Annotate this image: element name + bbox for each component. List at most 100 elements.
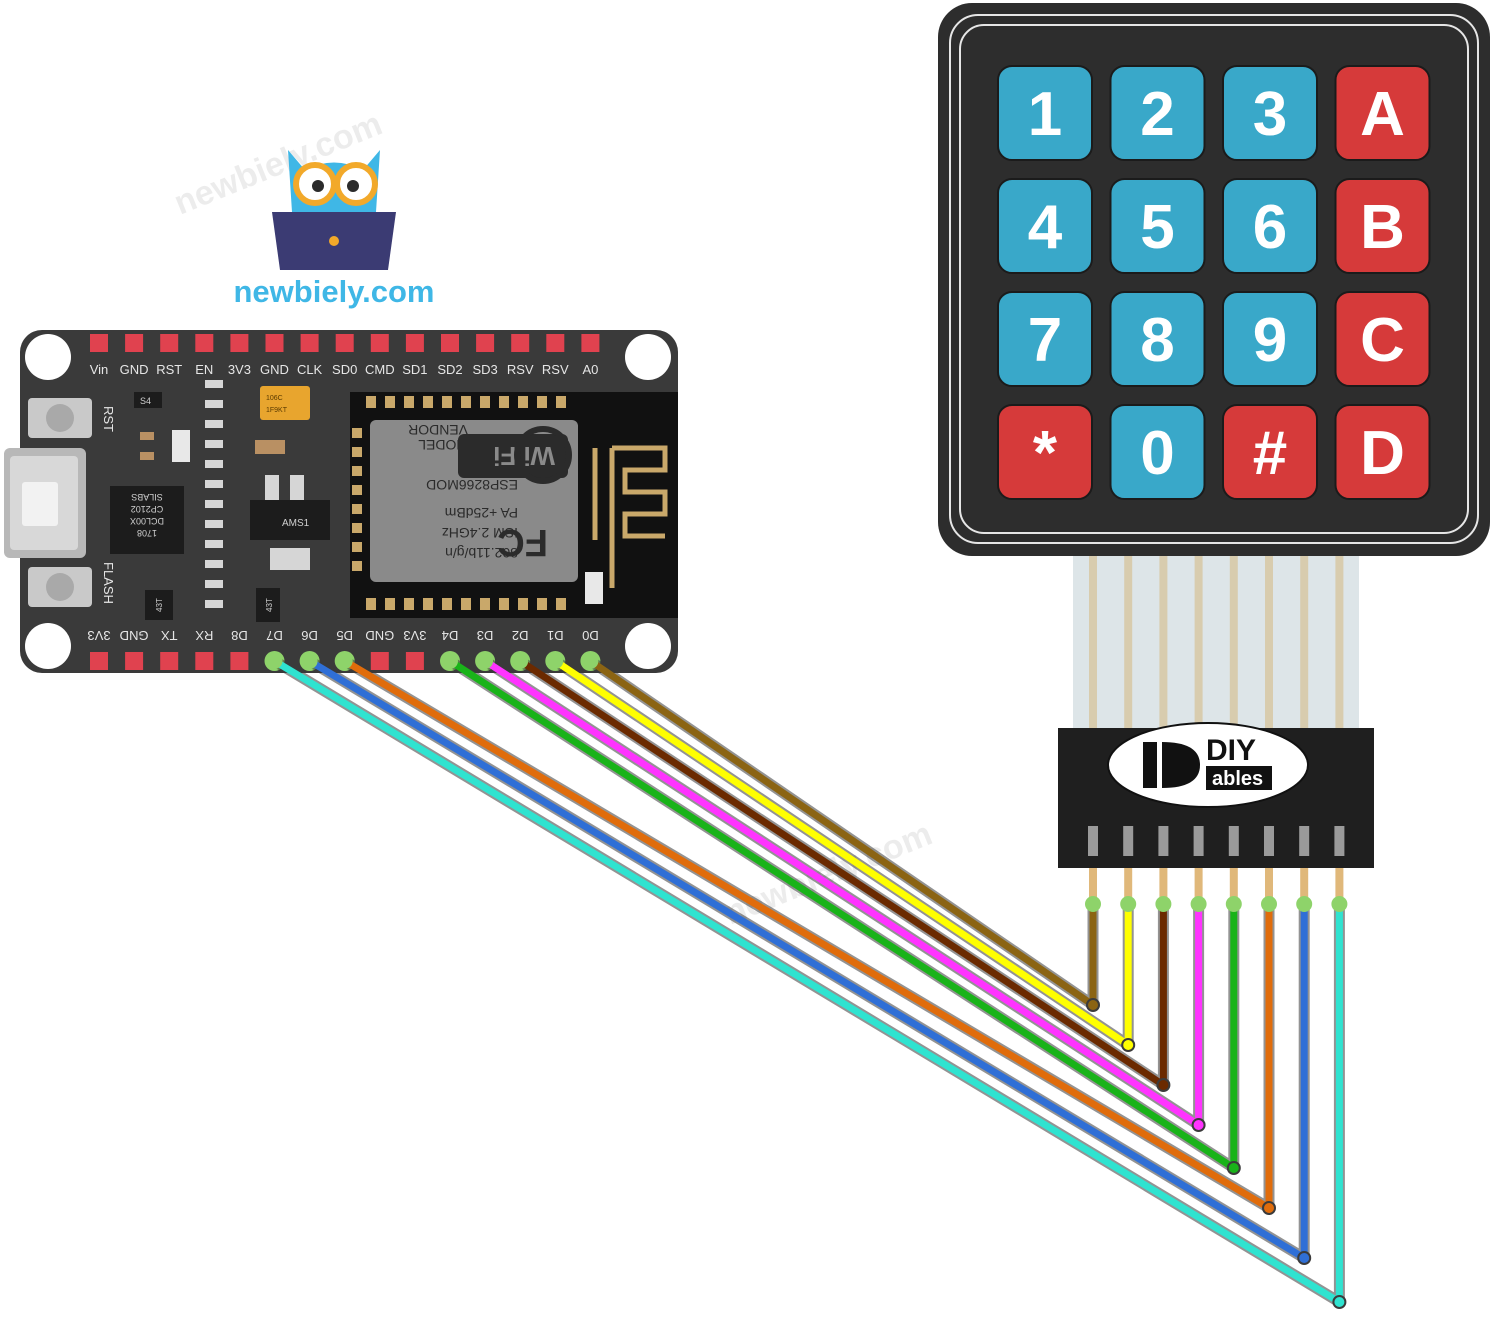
micro-usb-port — [4, 448, 86, 558]
key-0[interactable]: 0 — [1109, 404, 1206, 500]
top-pin-label: 3V3 — [228, 362, 251, 377]
key-a[interactable]: A — [1334, 65, 1431, 161]
module-pad — [461, 598, 471, 610]
key-b[interactable]: B — [1334, 178, 1431, 274]
wire-bend — [1226, 1161, 1241, 1175]
module-pad — [556, 396, 566, 408]
wire-bend — [1086, 998, 1100, 1012]
module-pad — [404, 396, 414, 408]
top-pin-3 — [160, 334, 179, 352]
bottom-pin-label: D4 — [442, 628, 459, 643]
module-pad — [385, 396, 395, 408]
top-pin-2 — [125, 334, 144, 352]
module-pad — [352, 523, 362, 533]
module-pad — [518, 598, 528, 610]
connector-pin — [1159, 868, 1168, 904]
top-pin-5 — [230, 334, 249, 352]
ribbon-conductor — [1335, 556, 1344, 730]
wire-d3 — [477, 653, 1207, 1132]
module-pad — [366, 598, 376, 610]
top-pin-label: RSV — [542, 362, 569, 377]
module-pad — [352, 447, 362, 457]
logo-text: newbiely.com — [234, 274, 435, 309]
bottom-pin-label: D0 — [582, 628, 599, 643]
connector-pin — [1335, 868, 1344, 904]
module-pad — [352, 542, 362, 552]
bottom-pin-label: 3V3 — [403, 628, 426, 643]
wire-bend — [1121, 1038, 1136, 1052]
top-pin-label: SD0 — [332, 362, 357, 377]
key-label: 7 — [1028, 306, 1062, 375]
key-label: A — [1360, 80, 1405, 149]
key-4[interactable]: 4 — [997, 178, 1093, 274]
key-3[interactable]: 3 — [1222, 65, 1318, 161]
regulator-label: AMS1 — [282, 518, 310, 529]
module-pad — [461, 396, 471, 408]
top-pin-10 — [405, 334, 424, 352]
key-label: 0 — [1140, 419, 1174, 488]
board-pin-end — [266, 653, 283, 669]
key-1[interactable]: 1 — [997, 65, 1093, 161]
top-pin-label: SD3 — [472, 362, 497, 377]
connector-pin-4-end — [1190, 896, 1207, 912]
top-pin-label: Vin — [90, 362, 109, 377]
connector-pin-2-end — [1120, 896, 1137, 912]
smd-components: S4 106C 1F9KT AMS1 43T — [134, 380, 330, 622]
key-c[interactable]: C — [1334, 291, 1431, 387]
wire-d1 — [547, 653, 1137, 1052]
top-pin-label: SD2 — [437, 362, 462, 377]
board-pin-end — [301, 653, 318, 669]
key-d[interactable]: D — [1334, 404, 1431, 500]
bottom-pin-10 — [405, 652, 424, 670]
bottom-pin-4 — [195, 652, 214, 670]
component-label-43t-2: 43T — [265, 598, 274, 612]
wire-d6 — [301, 653, 1313, 1265]
wire-d0 — [582, 653, 1101, 1012]
ribbon-conductor — [1229, 556, 1238, 730]
key-6[interactable]: 6 — [1222, 178, 1318, 274]
key-label: 2 — [1140, 80, 1174, 149]
connector-slot — [1088, 826, 1098, 856]
wifi-logo: Wi Fi — [493, 441, 555, 471]
connector-slot — [1334, 826, 1345, 856]
module-pad — [352, 466, 362, 476]
key-8[interactable]: 8 — [1109, 291, 1206, 387]
module-pad — [556, 598, 566, 610]
antenna-trace — [592, 445, 668, 588]
connector-pin — [1124, 868, 1133, 904]
connector-pin — [1229, 868, 1238, 904]
wire-bend — [1191, 1118, 1206, 1132]
top-pin-9 — [370, 334, 389, 352]
key-9[interactable]: 9 — [1222, 291, 1318, 387]
key-star[interactable]: * — [997, 404, 1093, 500]
connector-pin-6-end — [1261, 896, 1277, 912]
flash-button[interactable] — [28, 567, 92, 607]
connector-pin-7-end — [1296, 896, 1313, 912]
wifi-logo-badge — [458, 434, 568, 478]
module-pad — [423, 396, 433, 408]
reset-button[interactable] — [28, 398, 92, 438]
key-label: 4 — [1028, 193, 1063, 262]
wire-d4 — [442, 653, 1242, 1175]
wire-bend — [1156, 1078, 1171, 1092]
key-label: 1 — [1028, 80, 1062, 149]
key-label: 9 — [1253, 306, 1287, 375]
board-pin-end — [547, 653, 564, 669]
module-pad — [480, 598, 490, 610]
wires — [266, 653, 1348, 1309]
top-pin-label: EN — [195, 362, 213, 377]
diyables-logo-text-bottom: ables — [1212, 768, 1263, 790]
key-label: 8 — [1140, 306, 1174, 375]
key-2[interactable]: 2 — [1109, 65, 1206, 161]
diyables-logo-text-top: DIY — [1206, 734, 1256, 767]
cap-label-1: 106C — [266, 395, 283, 402]
key-hash[interactable]: # — [1222, 404, 1318, 500]
component-label-s4: S4 — [140, 396, 151, 406]
key-5[interactable]: 5 — [1109, 178, 1206, 274]
module-marking: PA +25dBm — [445, 505, 518, 521]
key-7[interactable]: 7 — [997, 291, 1093, 387]
